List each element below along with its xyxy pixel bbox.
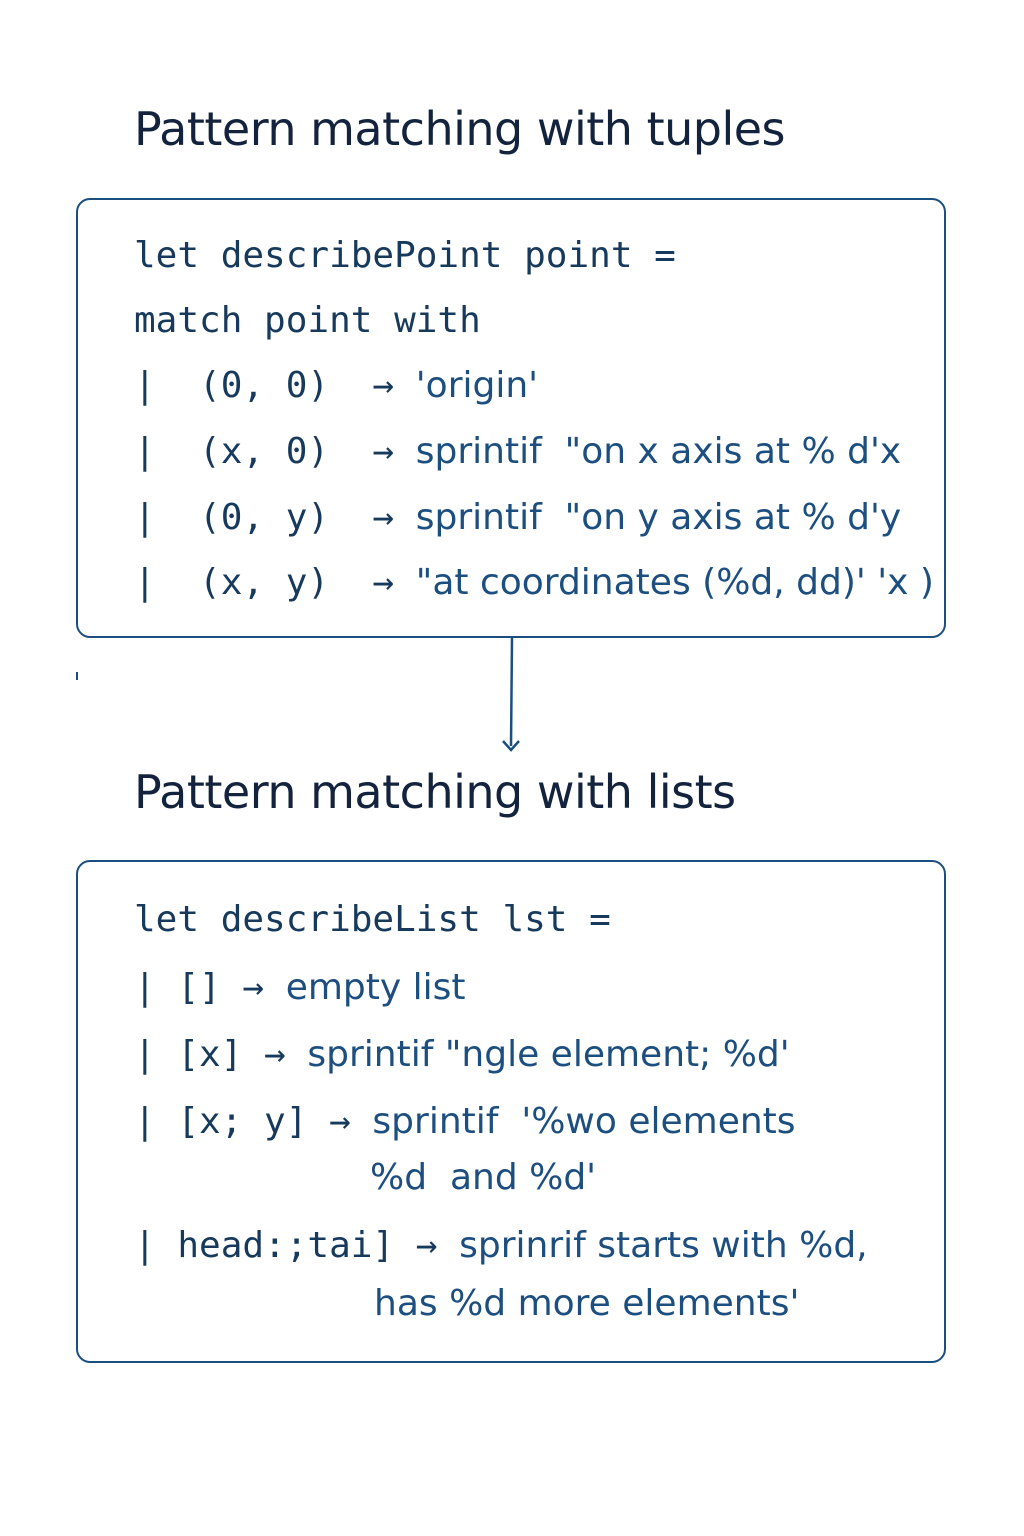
code-line: let describePoint point = [134,234,676,278]
code-line: match point with [134,299,481,343]
connector-line [509,637,514,747]
code-string: sprintif "on y axis at % d'y [415,497,902,538]
section-title-tuples: Pattern matching with tuples [134,102,786,156]
code-text: | (x, y) → [134,562,416,603]
arrowhead-icon [502,740,520,752]
code-line: | [x] → sprintif "ngle element; %d' [134,1033,790,1077]
code-string: sprinrif starts with %d, [459,1225,868,1266]
code-block-tuples: let describePoint point = match point wi… [76,198,946,638]
code-text: | head:;tai] → [134,1225,460,1266]
code-block-lists: let describeList lst = | [] → empty list… [76,860,946,1363]
code-line: | [] → empty list [134,966,466,1010]
code-text: let describeList lst = [134,899,611,940]
code-line: %d and %d' [370,1156,596,1200]
code-line: | head:;tai] → sprinrif starts with %d, [134,1224,868,1268]
code-text: | (0, y) → [134,497,416,538]
section-title-lists: Pattern matching with lists [134,765,736,819]
code-text: let describePoint point = [134,235,676,276]
code-string: sprintif '%wo elements [372,1101,796,1142]
code-text: | [x; y] → [134,1101,373,1142]
code-text: | (x, 0) → [134,431,416,472]
code-string: empty list [285,967,466,1008]
code-line: | (x, y) → "at coordinates (%d, dd)' 'x … [134,561,934,605]
code-string: sprintif "ngle element; %d' [307,1034,790,1075]
code-line: | [x; y] → sprintif '%wo elements [134,1100,796,1144]
code-line: let describeList lst = [134,898,611,942]
code-text: | (0, 0) → [134,365,416,406]
code-line: | (0, y) → sprintif "on y axis at % d'y [134,496,901,540]
code-line: has %d more elements' [374,1282,799,1326]
code-text: | [] → [134,967,286,1008]
code-string: "at coordinates (%d, dd)' 'x ) [415,562,934,603]
code-text: | [x] → [134,1034,308,1075]
code-string: %d and %d' [370,1157,597,1198]
code-string: 'origin' [415,365,539,406]
code-line: | (x, 0) → sprintif "on x axis at % d'x [134,430,901,474]
code-string: sprintif "on x axis at % d'x [415,431,902,472]
code-text: match point with [134,300,481,341]
code-string: has %d more elements' [374,1283,800,1324]
code-line: | (0, 0) → 'origin' [134,364,538,408]
